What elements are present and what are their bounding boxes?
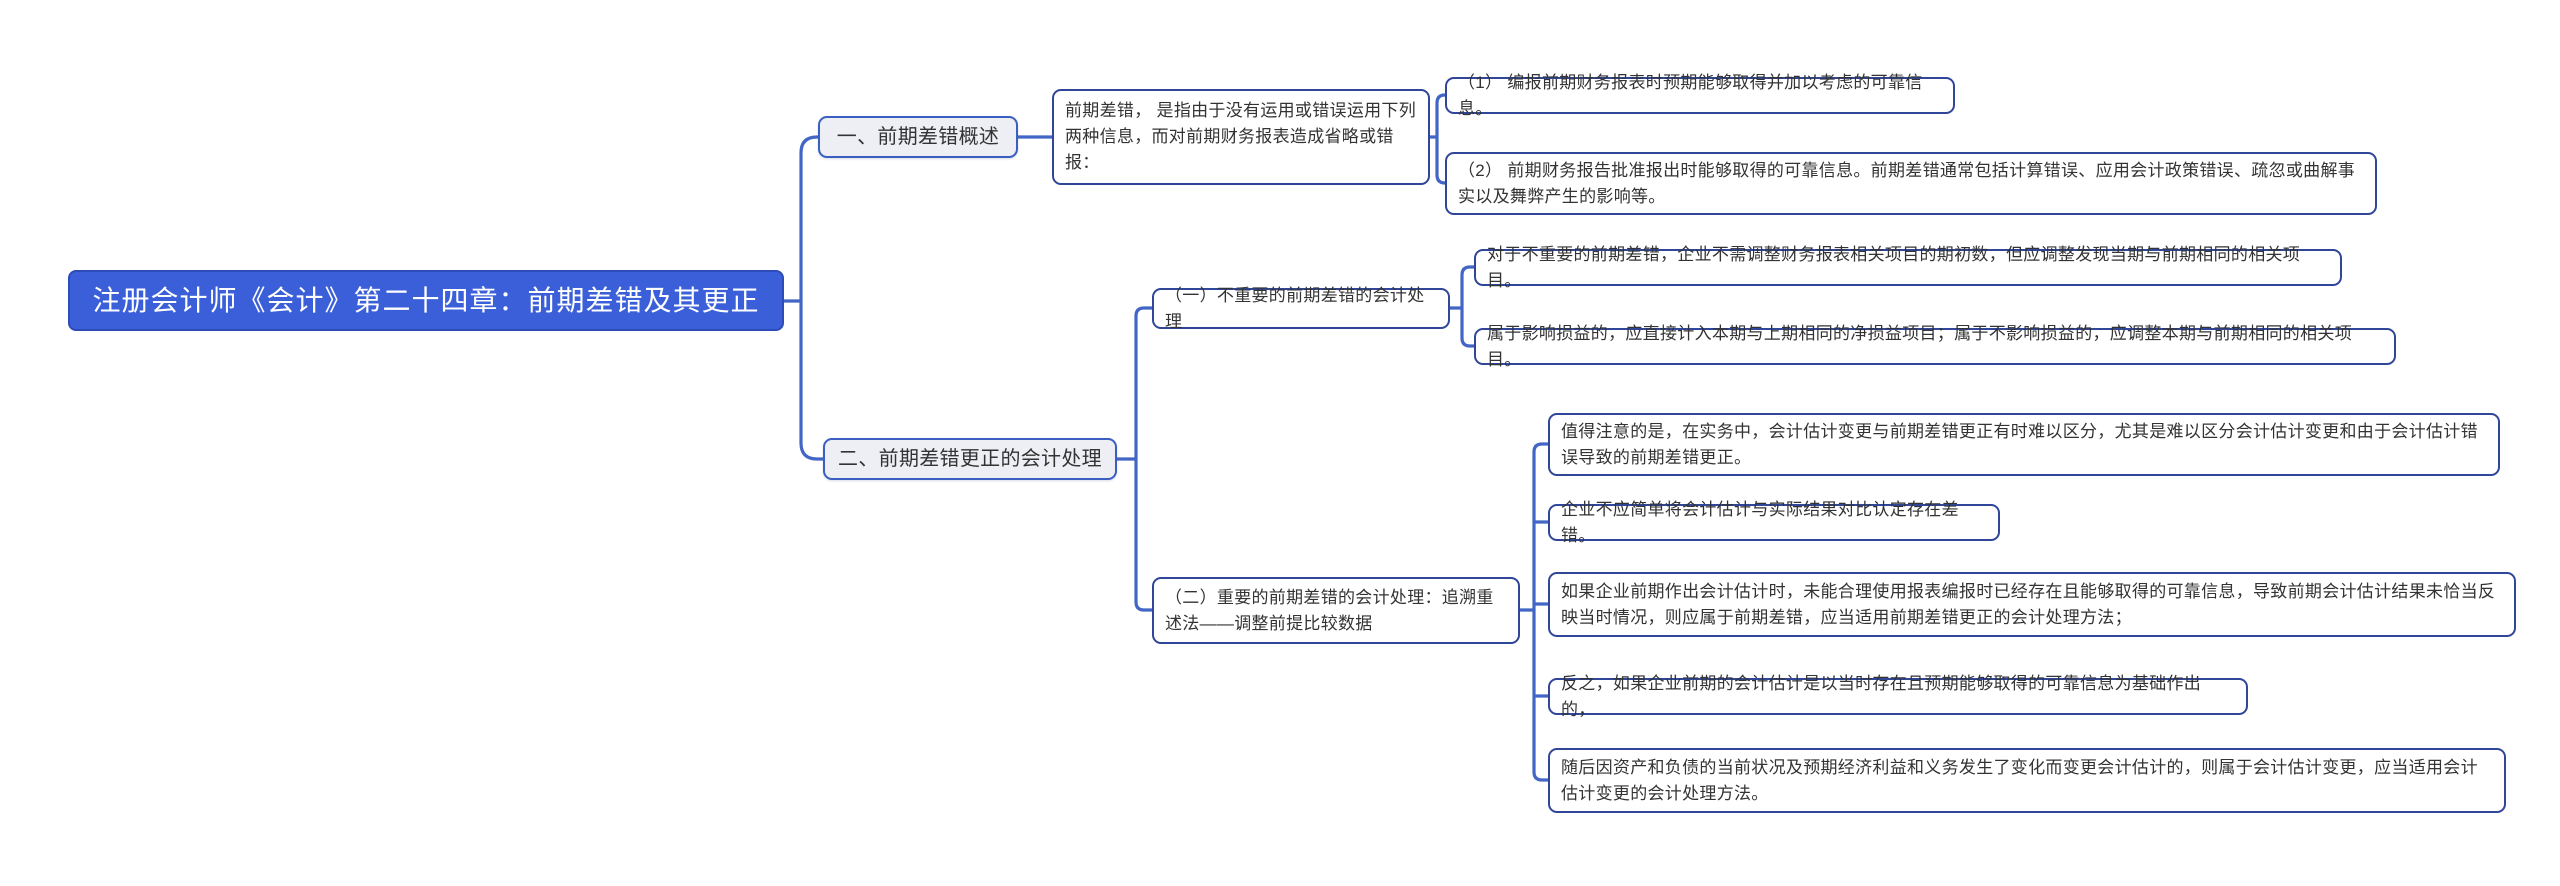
leaf-topic-info-2[interactable]: （2） 前期财务报告批准报出时能够取得的可靠信息。前期差错通常包括计算错误、应用… — [1445, 152, 2377, 215]
branch-topic-overview[interactable]: 一、前期差错概述 — [818, 116, 1018, 158]
branch-topic-correction[interactable]: 二、前期差错更正的会计处理 — [823, 438, 1117, 480]
connector-definition-items — [1428, 93, 1447, 185]
leaf-topic-info-1[interactable]: （1） 编报前期财务报表时预期能够取得并加以考虑的可靠信息。 — [1445, 73, 1955, 118]
connector-root-branches — [782, 135, 825, 461]
subtopic-unimportant-errors[interactable]: （一）不重要的前期差错的会计处理 — [1152, 286, 1450, 331]
leaf-topic-unimportant-2[interactable]: 属于影响损益的，应直接计入本期与上期相同的净损益项目；属于不影响损益的，应调整本… — [1474, 324, 2396, 369]
connector-sub1-items — [1448, 265, 1476, 348]
leaf-topic-important-5[interactable]: 随后因资产和负债的当前状况及预期经济利益和义务发生了变化而变更会计估计的，则属于… — [1548, 748, 2506, 813]
connector-branch2-subs — [1115, 306, 1154, 612]
leaf-topic-important-1[interactable]: 值得注意的是，在实务中，会计估计变更与前期差错更正有时难以区分，尤其是难以区分会… — [1548, 413, 2500, 476]
definition-topic[interactable]: 前期差错， 是指由于没有运用或错误运用下列两种信息，而对前期财务报表造成省略或错… — [1052, 89, 1430, 185]
leaf-topic-important-4[interactable]: 反之，如果企业前期的会计估计是以当时存在且预期能够取得的可靠信息为基础作出的， — [1548, 674, 2248, 719]
connector-sub2-items — [1518, 442, 1550, 782]
root-topic[interactable]: 注册会计师《会计》第二十四章：前期差错及其更正 — [68, 270, 784, 331]
leaf-topic-important-3[interactable]: 如果企业前期作出会计估计时，未能合理使用报表编报时已经存在且能够取得的可靠信息，… — [1548, 572, 2516, 637]
leaf-topic-unimportant-1[interactable]: 对于不重要的前期差错，企业不需调整财务报表相关项目的期初数，但应调整发现当期与前… — [1474, 245, 2342, 290]
leaf-topic-important-2[interactable]: 企业不应简单将会计估计与实际结果对比认定存在差错。 — [1548, 500, 2000, 545]
subtopic-important-errors[interactable]: （二）重要的前期差错的会计处理：追溯重述法——调整前提比较数据 — [1152, 577, 1520, 644]
